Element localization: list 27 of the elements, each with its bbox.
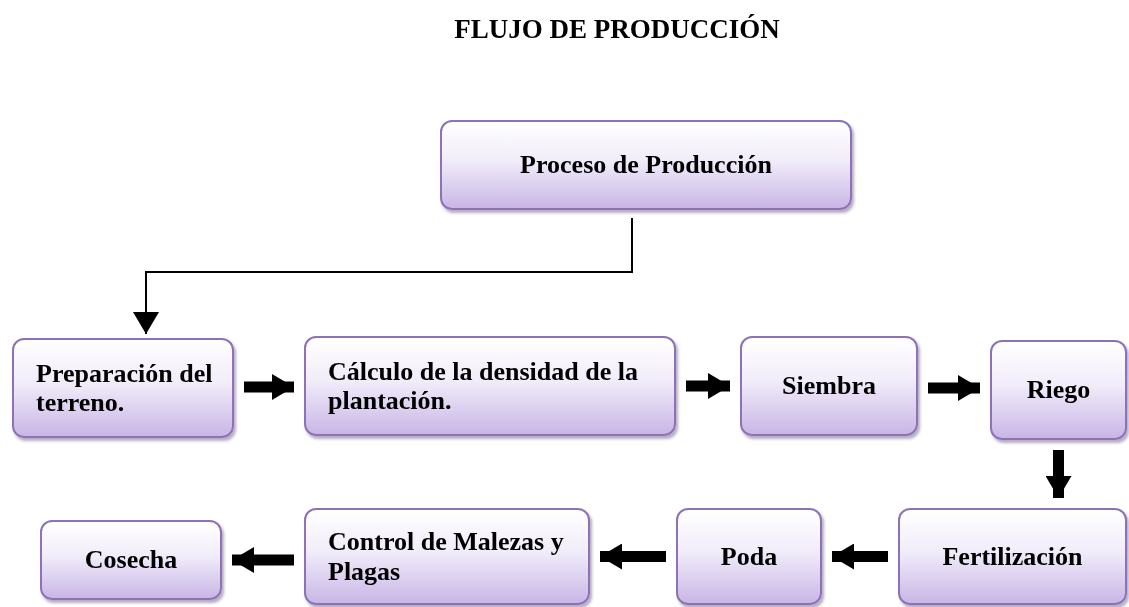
process-box <box>898 508 1127 605</box>
box-label: Fertilización <box>942 541 1083 572</box>
arrow <box>686 373 730 399</box>
process-box <box>304 508 590 605</box>
box-label: Preparación del terreno. <box>36 358 214 418</box>
process-box <box>676 508 822 605</box>
box-label: Cálculo de la densidad de la plantación. <box>328 356 639 416</box>
arrow <box>928 375 980 401</box>
box-label: Control de Malezas y Plagas <box>328 527 565 586</box>
arrow <box>832 543 888 570</box>
box-label: Siembra <box>782 371 876 401</box>
arrow <box>232 547 294 573</box>
box-label: Riego <box>1026 375 1091 405</box>
process-box <box>440 120 852 210</box>
process-box <box>12 338 234 438</box>
arrow <box>133 217 633 335</box>
process-box <box>990 340 1127 440</box>
box-label: Cosecha <box>84 545 178 575</box>
arrow <box>244 374 294 400</box>
process-box <box>304 336 676 436</box>
arrow <box>1045 450 1072 498</box>
process-box <box>740 336 918 436</box>
process-box <box>40 520 222 600</box>
box-label: Poda <box>720 541 778 572</box>
diagram-title: FLUJO DE PRODUCCIÓN <box>453 14 781 45</box>
box-label: Proceso de Producción <box>520 150 772 180</box>
arrow <box>600 543 666 570</box>
